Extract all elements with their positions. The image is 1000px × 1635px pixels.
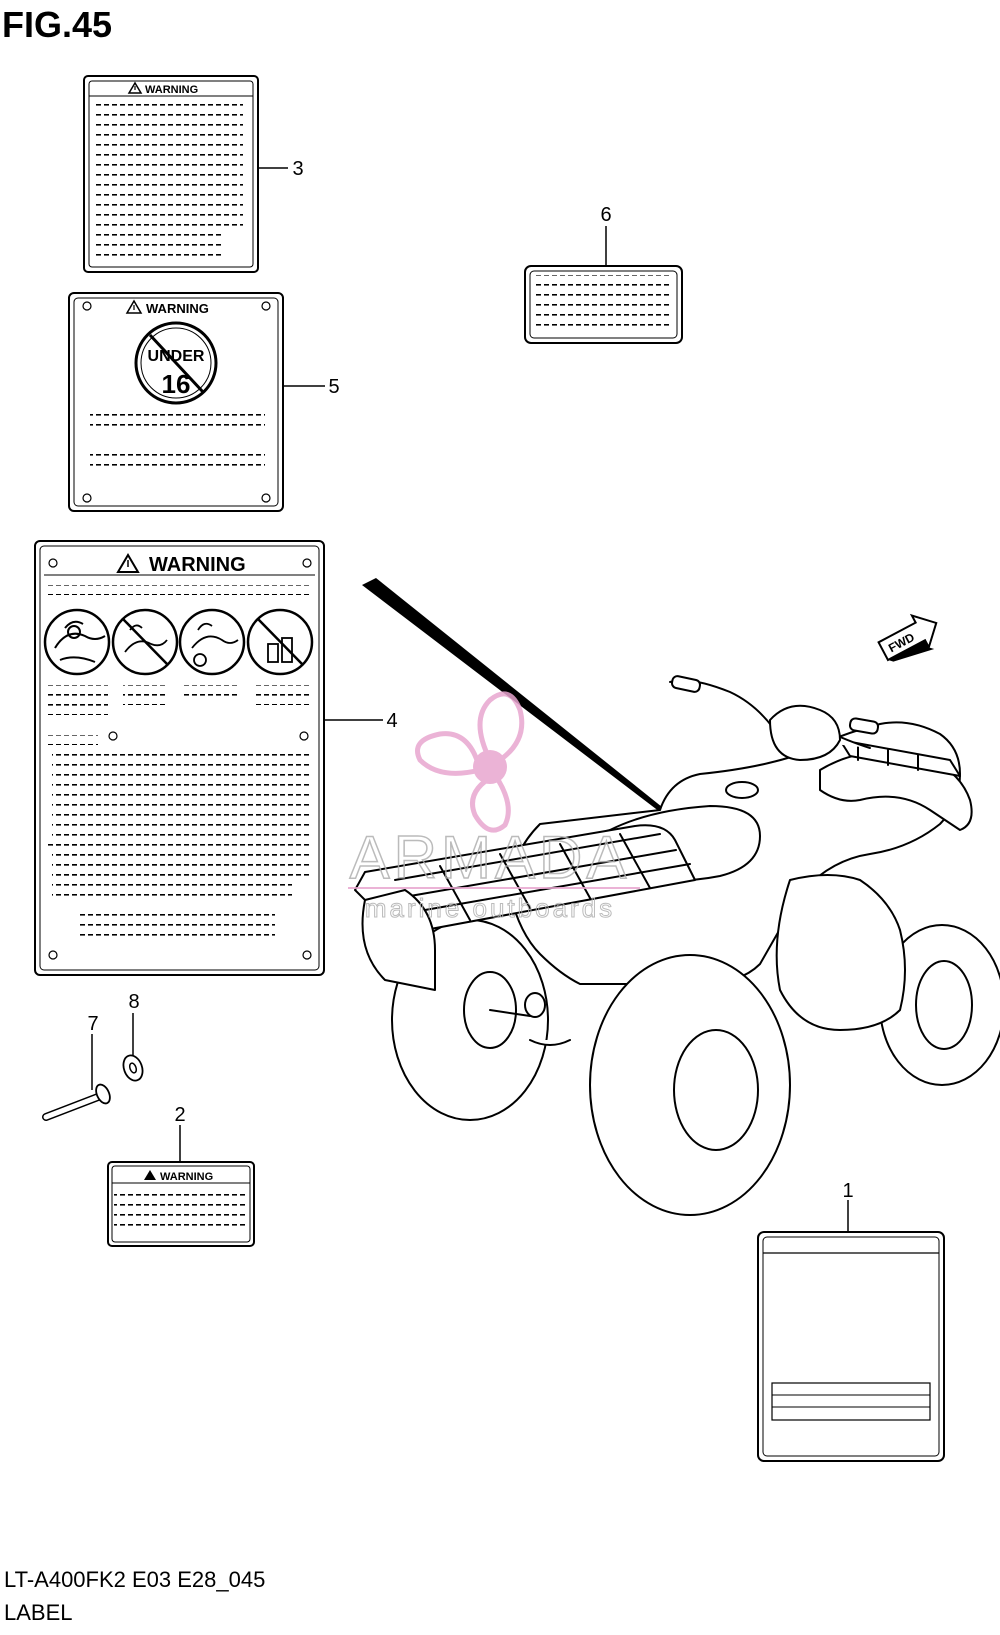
callout-1: 1: [842, 1180, 853, 1202]
warning-triangle-icon: [116, 553, 140, 573]
watermark-brand: ARMADA: [350, 824, 631, 891]
callout-2: 2: [174, 1104, 185, 1126]
no-under-16-icon: UNDER 16: [134, 321, 218, 405]
watermark-tagline: marine outboards: [365, 893, 615, 923]
label-1-info-plate: [757, 1231, 945, 1462]
pictogram-helmet-rider-icon: [43, 608, 111, 676]
label-3-warning-text: WARNING: [145, 84, 198, 96]
callout-4: 4: [386, 710, 397, 732]
section-name: LABEL: [4, 1600, 73, 1625]
label-3-warning-sticker: WARNING: [83, 75, 259, 273]
propeller-logo-icon: [415, 691, 525, 833]
label-2-warning-text: WARNING: [160, 1171, 213, 1183]
under-text: UNDER: [148, 348, 205, 365]
pictogram-no-passenger-icon: [111, 608, 179, 676]
callout-3: 3: [292, 158, 303, 180]
rivet-part: [42, 1083, 111, 1121]
label-2-warning-sticker: WARNING: [107, 1161, 255, 1247]
callout-leader-lines: [91, 167, 849, 1232]
label-4-warning-text: WARNING: [149, 554, 246, 576]
label-5-warning-text: WARNING: [146, 301, 209, 316]
figure-title: FIG.45: [2, 4, 113, 45]
model-code: LT-A400FK2 E03 E28_045: [4, 1567, 266, 1592]
label-5-under16-sticker: WARNING UNDER 16: [68, 292, 284, 512]
washer-part: [122, 1054, 144, 1082]
fwd-arrow-icon: FWD: [877, 613, 938, 662]
label-6-sticker: [524, 265, 683, 344]
callout-5: 5: [328, 376, 339, 398]
warning-triangle-icon: [127, 81, 143, 94]
callout-8: 8: [128, 991, 139, 1013]
callout-6: 6: [600, 204, 611, 226]
pictogram-no-alcohol-icon: [246, 608, 314, 676]
pictogram-no-pavement-icon: [178, 608, 246, 676]
armada-watermark: ARMADA marine outboards: [348, 691, 640, 924]
atv-illustration: [354, 675, 1000, 1216]
label-4-main-warning-sticker: WARNING: [34, 540, 325, 976]
warning-triangle-icon: [144, 1170, 156, 1180]
warning-triangle-icon: [125, 299, 143, 314]
callout-7: 7: [87, 1013, 98, 1035]
